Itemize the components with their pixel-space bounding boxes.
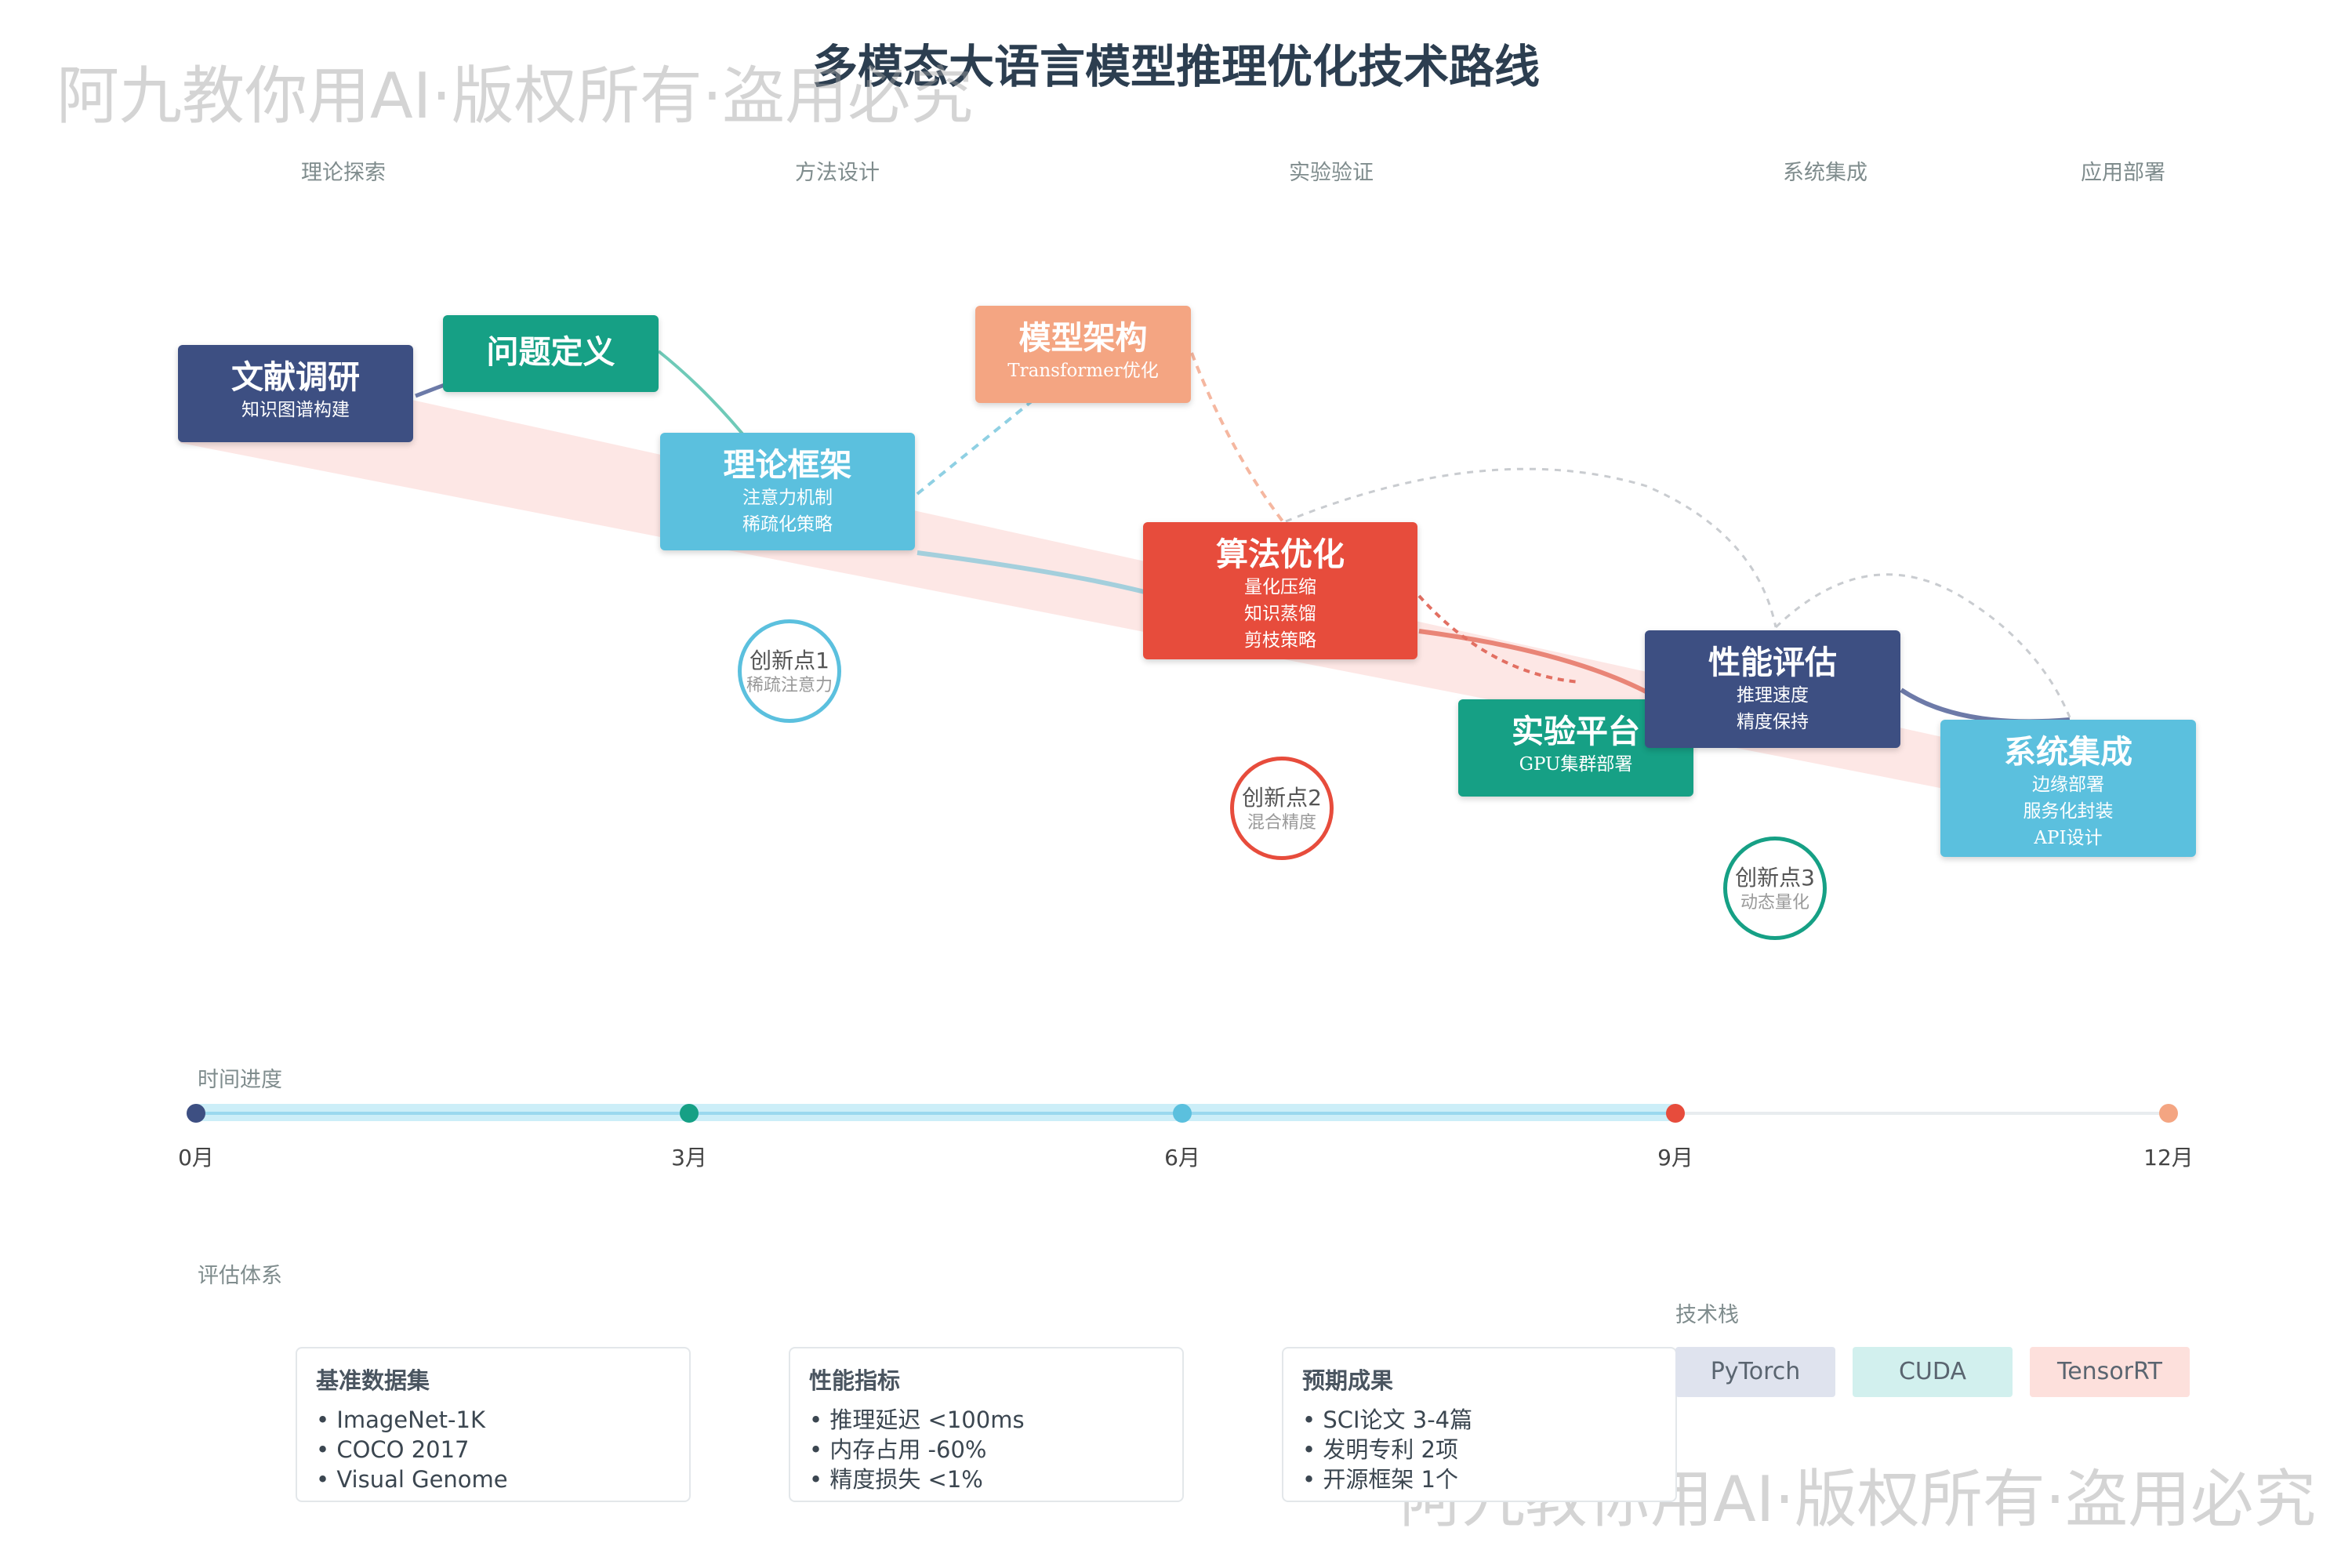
tech-stack-label: 技术栈	[1675, 1303, 1739, 1327]
node-subtitle: 推理速度	[1737, 685, 1809, 706]
timeline-tick: 6月	[1164, 1145, 1200, 1171]
node-algorithm-optimization[interactable]: 算法优化 量化压缩 知识蒸馏 剪枝策略	[1143, 522, 1417, 659]
watermark-top: 阿九教你用AI·版权所有·盗用必究	[56, 60, 974, 132]
card-item: • 内存占用 -60%	[809, 1436, 987, 1463]
connector-eval-sysint-arc	[1774, 573, 2071, 718]
innovation-title: 创新点3	[1735, 865, 1815, 891]
timeline-tick: 9月	[1657, 1145, 1693, 1171]
node-title: 性能评估	[1708, 644, 1837, 681]
node-theory-framework[interactable]: 理论框架 注意力机制 稀疏化策略	[660, 433, 915, 550]
innovation-subtitle: 混合精度	[1247, 813, 1316, 833]
phase-label: 应用部署	[2081, 161, 2165, 185]
timeline-dot	[1666, 1104, 1685, 1123]
card-item: • 发明专利 2项	[1302, 1436, 1458, 1463]
node-title: 算法优化	[1216, 535, 1345, 573]
card-item: • COCO 2017	[316, 1436, 470, 1463]
node-performance-evaluation[interactable]: 性能评估 推理速度 精度保持	[1645, 630, 1900, 748]
node-title: 系统集成	[2004, 733, 2132, 771]
page-title: 多模态大语言模型推理优化技术路线	[811, 40, 1540, 93]
card-item: • 开源框架 1个	[1302, 1466, 1458, 1493]
node-title: 实验平台	[1512, 713, 1640, 750]
connector-algo-eval	[1418, 629, 1652, 696]
innovation-point-2[interactable]: 创新点2 混合精度	[1230, 757, 1334, 860]
timeline-tick: 0月	[178, 1145, 214, 1171]
phase-label: 方法设计	[795, 161, 880, 185]
card-performance-metrics: 性能指标 • 推理延迟 <100ms • 内存占用 -60% • 精度损失 <1…	[789, 1347, 1184, 1502]
timeline-tick: 3月	[671, 1145, 707, 1171]
card-benchmark-datasets: 基准数据集 • ImageNet-1K • COCO 2017 • Visual…	[296, 1347, 691, 1502]
node-problem-definition[interactable]: 问题定义	[443, 315, 659, 392]
tech-chip-cuda: CUDA	[1853, 1347, 2013, 1397]
innovation-point-3[interactable]: 创新点3 动态量化	[1723, 837, 1827, 940]
card-item: • 精度损失 <1%	[809, 1466, 983, 1493]
node-subtitle: 知识图谱构建	[241, 400, 350, 420]
node-subtitle: 边缘部署	[2032, 775, 2104, 795]
card-title: 性能指标	[809, 1367, 901, 1394]
node-title: 文献调研	[231, 358, 360, 396]
node-system-integration[interactable]: 系统集成 边缘部署 服务化封装 API设计	[1940, 720, 2196, 857]
phase-label: 实验验证	[1289, 161, 1374, 185]
node-subtitle: GPU集群部署	[1519, 754, 1633, 775]
card-title: 基准数据集	[316, 1367, 430, 1394]
card-item: • SCI论文 3-4篇	[1302, 1406, 1473, 1433]
connector-theory-algo	[916, 550, 1145, 594]
card-expected-results: 预期成果 • SCI论文 3-4篇 • 发明专利 2项 • 开源框架 1个	[1282, 1347, 1677, 1502]
card-item: • ImageNet-1K	[316, 1406, 485, 1433]
connector-algo-eval-arc	[1285, 467, 1777, 628]
node-title: 问题定义	[486, 333, 615, 371]
node-experiment-platform[interactable]: 实验平台 GPU集群部署	[1458, 699, 1693, 797]
node-subtitle: 服务化封装	[2023, 801, 2114, 822]
connector-algo-platform	[1417, 594, 1581, 684]
node-subtitle: 注意力机制	[742, 488, 833, 508]
timeline-dot	[2159, 1104, 2178, 1123]
card-title: 预期成果	[1302, 1367, 1394, 1394]
evaluation-label: 评估体系	[198, 1264, 282, 1288]
timeline-tick: 12月	[2143, 1145, 2194, 1171]
innovation-title: 创新点2	[1242, 785, 1322, 811]
timeline-dot	[680, 1104, 699, 1123]
node-literature-review[interactable]: 文献调研 知识图谱构建	[178, 345, 413, 442]
node-subtitle: 稀疏化策略	[742, 514, 833, 535]
innovation-point-1[interactable]: 创新点1 稀疏注意力	[738, 619, 841, 723]
tech-chip-tensorrt: TensorRT	[2030, 1347, 2190, 1397]
node-model-architecture[interactable]: 模型架构 Transformer优化	[975, 306, 1191, 403]
node-title: 理论框架	[723, 446, 852, 484]
tech-chip-pytorch: PyTorch	[1675, 1347, 1835, 1397]
node-subtitle: API设计	[2034, 828, 2103, 848]
card-item: • 推理延迟 <100ms	[809, 1406, 1025, 1433]
connector-arch-algo	[1190, 352, 1287, 527]
node-title: 模型架构	[1018, 319, 1148, 357]
node-subtitle: 剪枝策略	[1244, 630, 1316, 651]
node-subtitle: Transformer优化	[1007, 361, 1159, 381]
timeline-dot	[1173, 1104, 1192, 1123]
innovation-subtitle: 动态量化	[1740, 893, 1809, 913]
node-subtitle: 知识蒸馏	[1244, 604, 1316, 624]
node-subtitle: 精度保持	[1737, 712, 1809, 732]
phase-label: 理论探索	[301, 161, 386, 185]
progress-band	[180, 349, 1960, 792]
node-subtitle: 量化压缩	[1244, 577, 1316, 597]
timeline-dot	[187, 1104, 205, 1123]
card-item: • Visual Genome	[316, 1466, 508, 1493]
innovation-title: 创新点1	[750, 648, 829, 673]
timeline-label: 时间进度	[198, 1068, 282, 1092]
innovation-subtitle: 稀疏注意力	[746, 676, 833, 695]
phase-label: 系统集成	[1783, 161, 1867, 185]
